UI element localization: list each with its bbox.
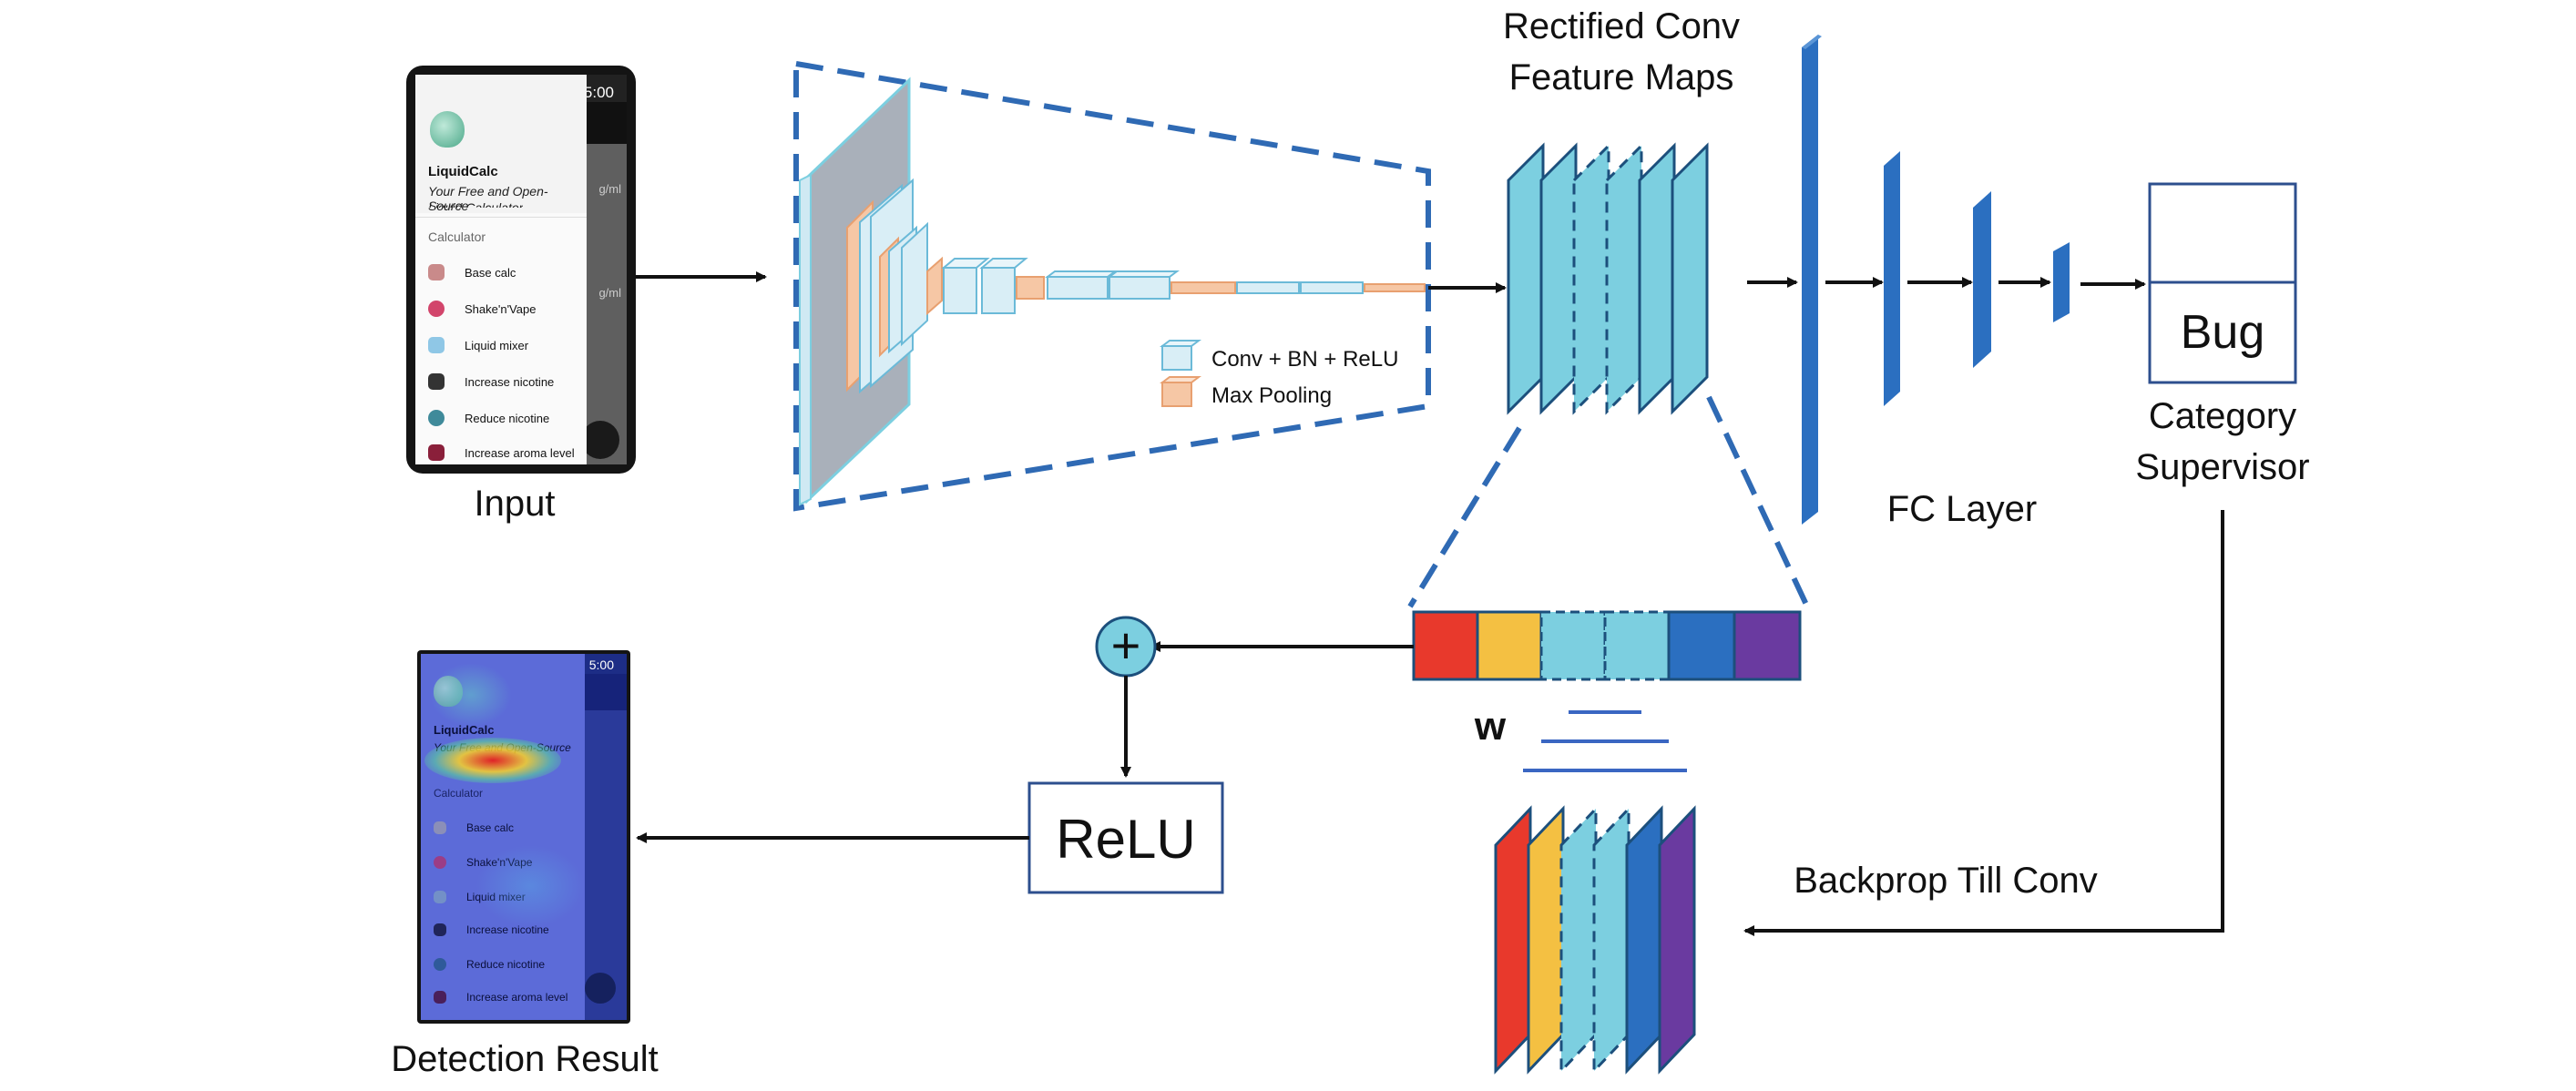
navigation-drawer: LiquidCalc Your Free and Open-Source Liq… (415, 75, 587, 464)
increase-nicotine-icon (428, 373, 445, 390)
input-phone-screen: 5:00 g/ml g/ml LiquidCalc Your Free and … (415, 75, 627, 464)
supervisor-label-line1: Category (2149, 396, 2296, 436)
menu-item-label: Shake'n'Vape (465, 301, 537, 316)
app-tagline: Your Free and Open-Source (428, 184, 548, 213)
menu-item-label: Increase nicotine (466, 923, 549, 936)
result-section-label: Calculator (434, 787, 484, 800)
legend-conv-label: Conv + BN + ReLU (1211, 347, 1398, 372)
fc-layer-label: FC Layer (1887, 489, 2038, 529)
menu-item-label: Liquid mixer (465, 338, 529, 352)
plus-sign: + (1111, 617, 1141, 674)
menu-item-liquid-mixer[interactable]: Liquid mixer (428, 331, 528, 359)
input-label: Input (475, 484, 556, 524)
legend-pool-swatch-top (1160, 376, 1201, 383)
conv-blocks (846, 178, 1426, 394)
rectified-label-line2: Feature Maps (1509, 57, 1734, 97)
input-phone: 5:00 g/ml g/ml LiquidCalc Your Free and … (406, 66, 636, 474)
menu-item-increase-aroma[interactable]: Increase aroma level (428, 439, 575, 464)
result-status-time: 5:00 (588, 658, 614, 672)
result-menu-item: Shake'n'Vape (434, 849, 532, 876)
rectified-feature-maps (1507, 142, 1709, 415)
result-menu-item: Base calc (434, 814, 514, 841)
legend-pool-label: Max Pooling (1211, 383, 1332, 408)
zoom-line-right (1706, 395, 1810, 608)
mixer-icon (428, 337, 445, 353)
status-time: 5:00 (583, 84, 614, 101)
mixer-icon (434, 891, 446, 903)
shake-icon (428, 301, 445, 317)
menu-item-base-calc[interactable]: Base calc (428, 259, 516, 286)
supervisor-box-top (2148, 182, 2297, 284)
menu-item-increase-nicotine[interactable]: Increase nicotine (428, 368, 554, 395)
legend-pool-swatch (1161, 382, 1192, 407)
relu-label: ReLU (1056, 809, 1195, 870)
drawer-divider (415, 217, 587, 218)
menu-item-label: Increase aroma level (466, 991, 568, 1004)
bug-label: Bug (2181, 306, 2265, 359)
base-calc-icon (434, 821, 446, 834)
menu-item-label: Reduce nicotine (465, 411, 550, 425)
menu-item-reduce-nicotine[interactable]: Reduce nicotine (428, 404, 549, 432)
result-menu-item: Reduce nicotine (434, 951, 545, 978)
rectified-label-line1: Rectified Conv (1503, 6, 1740, 46)
menu-item-label: Increase nicotine (465, 374, 555, 389)
result-drawer: LiquidCalc Your Free and Open-Source Cal… (421, 654, 585, 1020)
app-name: LiquidCalc (428, 164, 498, 179)
result-phone-screen: 5:00 LiquidCalc Your Free and Open-Sourc… (421, 654, 627, 1020)
flask-icon (430, 111, 465, 148)
legend-conv-swatch (1161, 345, 1192, 371)
menu-item-label: Reduce nicotine (466, 958, 546, 971)
fc-layers (1802, 35, 2070, 525)
legend-conv-swatch-top (1160, 340, 1201, 347)
result-phone: 5:00 LiquidCalc Your Free and Open-Sourc… (417, 650, 630, 1024)
result-tagline: Your Free and Open-Source (434, 741, 571, 754)
relu-box (1027, 781, 1224, 894)
supervisor-label-line2: Supervisor (2135, 447, 2309, 487)
backprop-label: Backprop Till Conv (1794, 861, 2097, 901)
detection-result-label: Detection Result (391, 1039, 658, 1079)
menu-item-label: Increase aroma level (465, 445, 575, 460)
base-calc-icon (428, 264, 445, 280)
menu-item-label: Base calc (466, 821, 515, 834)
menu-item-label: Base calc (465, 265, 516, 280)
phone-fab[interactable] (581, 421, 619, 459)
menu-item-shake-n-vape[interactable]: Shake'n'Vape (428, 295, 536, 322)
result-menu-item: Increase aroma level (434, 984, 567, 1011)
result-fab (585, 973, 616, 1004)
weight-vector (1412, 610, 1802, 681)
menu-item-label: Liquid mixer (466, 891, 526, 903)
backprop-path (1743, 510, 2224, 936)
increase-nicotine-icon (434, 923, 446, 936)
cnn-frame (793, 60, 1431, 512)
aroma-icon (428, 444, 445, 461)
weighted-maps (1494, 805, 1696, 1075)
app-tagline-cut: Liquid Calculator (428, 200, 524, 208)
supervisor-box-bottom (2148, 280, 2297, 384)
reduce-nicotine-icon (434, 958, 446, 971)
shake-icon (434, 856, 446, 869)
drawer-section-label: Calculator (428, 229, 486, 244)
result-menu-item: Liquid mixer (434, 883, 526, 911)
input-slab-edge (799, 173, 812, 506)
w-label: w (1474, 704, 1507, 749)
menu-item-label: Shake'n'Vape (466, 856, 533, 869)
peek-text-1: g/ml (598, 182, 621, 196)
result-app-name: LiquidCalc (434, 723, 495, 737)
aroma-icon (434, 991, 446, 1004)
zoom-line-left (1407, 426, 1522, 608)
reduce-nicotine-icon (428, 410, 445, 426)
result-menu-item: Increase nicotine (434, 916, 549, 943)
result-flask-icon (434, 676, 463, 707)
peek-text-2: g/ml (598, 286, 621, 300)
